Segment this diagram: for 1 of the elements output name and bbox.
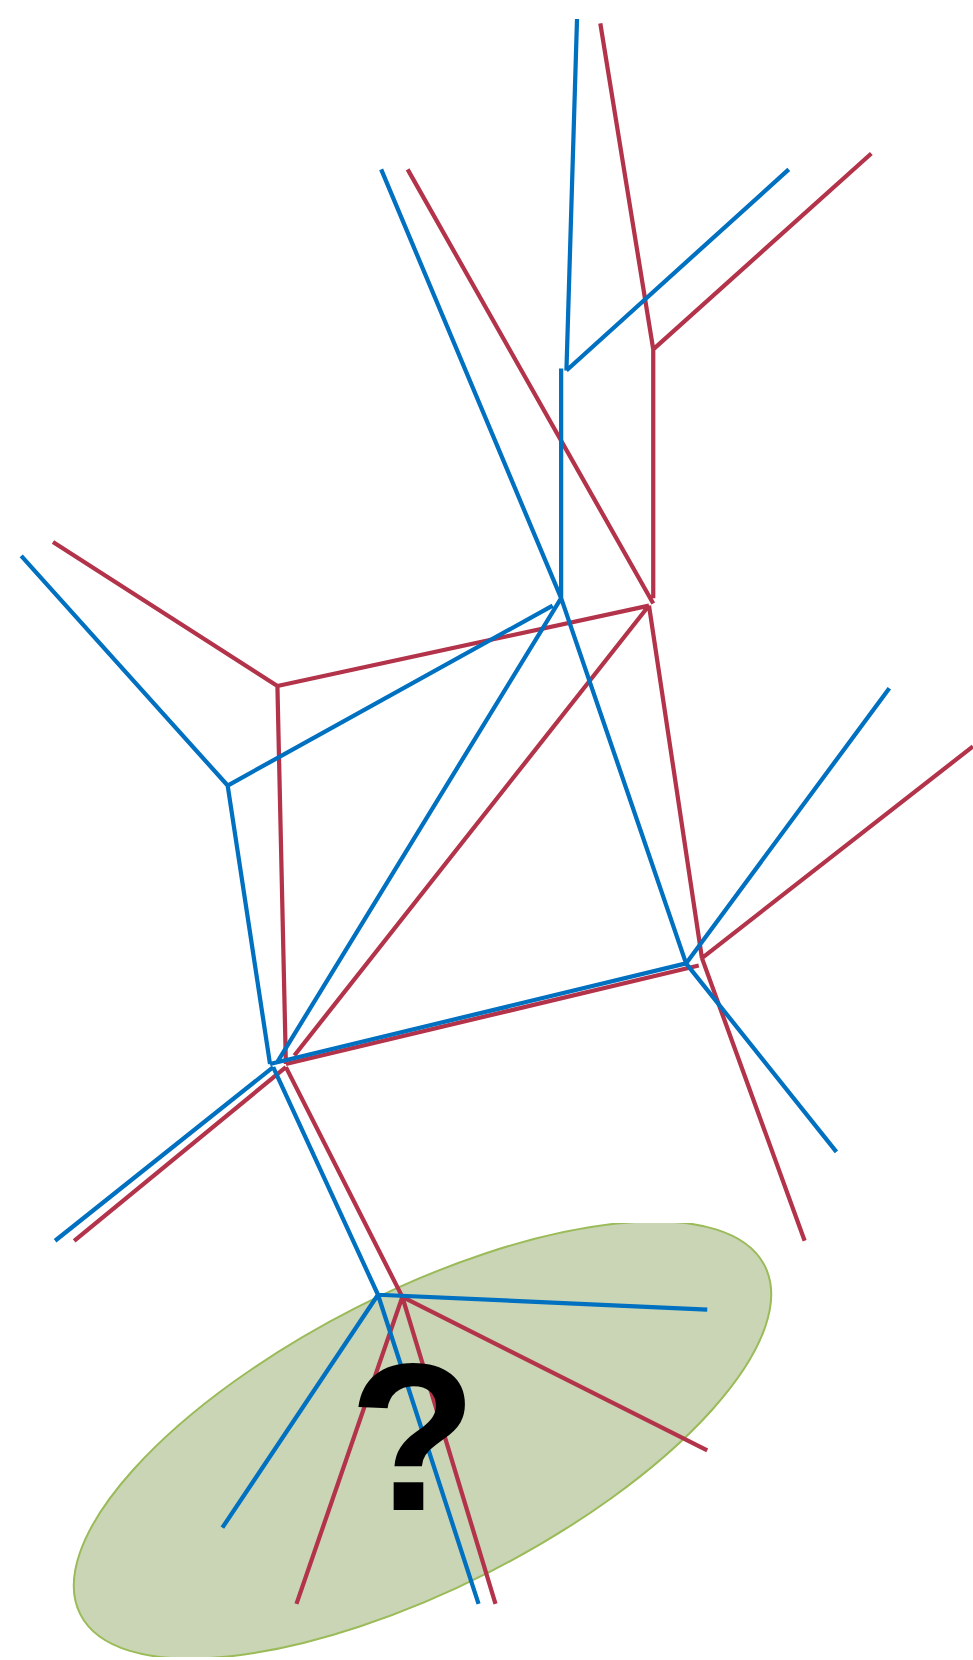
ellipse-region	[72, 1223, 773, 1657]
